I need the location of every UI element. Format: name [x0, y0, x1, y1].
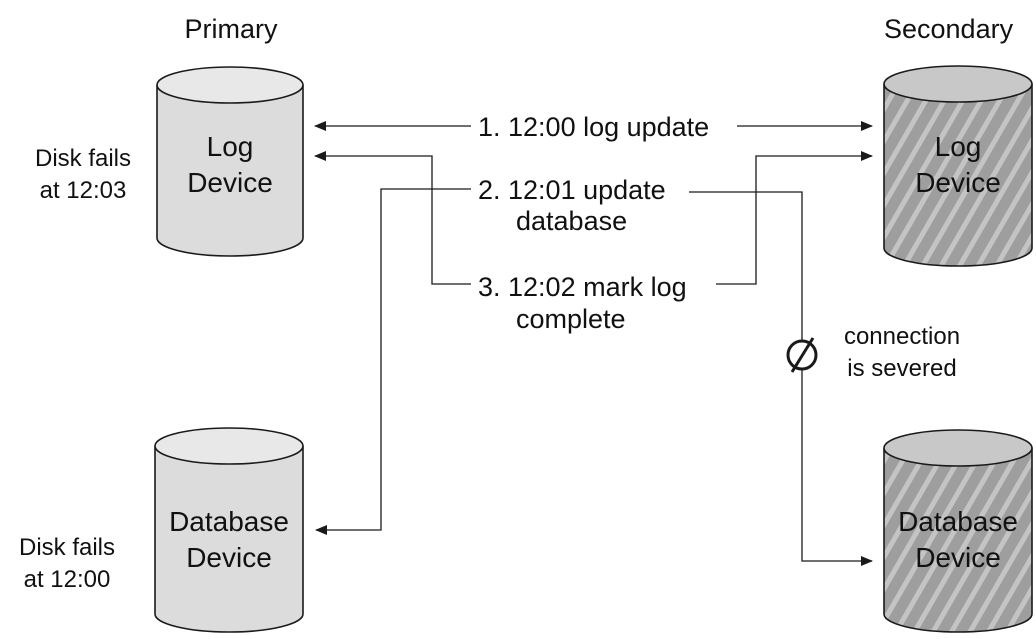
device-label: Database — [898, 506, 1018, 537]
step-label: 3. 12:02 mark log — [478, 272, 687, 302]
severed-connection-note: connection is severed — [844, 323, 960, 382]
step-label: complete — [516, 304, 626, 334]
svg-text:Disk fails: Disk fails — [19, 534, 115, 561]
step-label: 2. 12:01 update — [478, 175, 666, 205]
device-label: Device — [915, 167, 1001, 198]
step-label: database — [516, 206, 627, 236]
device-label: Device — [186, 542, 272, 573]
secondary-database-device: Database Device — [883, 429, 1033, 633]
secondary-header: Secondary — [884, 14, 1014, 44]
primary-header: Primary — [185, 14, 278, 44]
step-2-update-database: 2. 12:01 update database — [315, 175, 873, 566]
step-label: 1. 12:00 log update — [478, 112, 709, 142]
severed-connection-icon — [786, 337, 818, 373]
svg-text:connection: connection — [844, 323, 960, 350]
device-label: Device — [915, 542, 1001, 573]
svg-text:Disk fails: Disk fails — [35, 145, 131, 172]
secondary-log-device: Log Device — [883, 65, 1033, 267]
device-label: Database — [169, 506, 289, 537]
primary-log-failure-note: Disk fails at 12:03 — [35, 145, 131, 204]
device-label: Device — [187, 167, 273, 198]
primary-database-device: Database Device — [154, 427, 304, 633]
step-1-log-update: 1. 12:00 log update — [314, 112, 873, 142]
primary-log-device: Log Device — [156, 66, 304, 257]
svg-text:at 12:03: at 12:03 — [40, 177, 127, 204]
device-label: Log — [207, 131, 254, 162]
primary-db-failure-note: Disk fails at 12:00 — [19, 534, 115, 593]
step-3-mark-log-complete: 3. 12:02 mark log complete — [314, 151, 873, 334]
svg-text:is severed: is severed — [847, 355, 956, 382]
device-label: Log — [935, 131, 982, 162]
svg-text:at 12:00: at 12:00 — [24, 566, 111, 593]
